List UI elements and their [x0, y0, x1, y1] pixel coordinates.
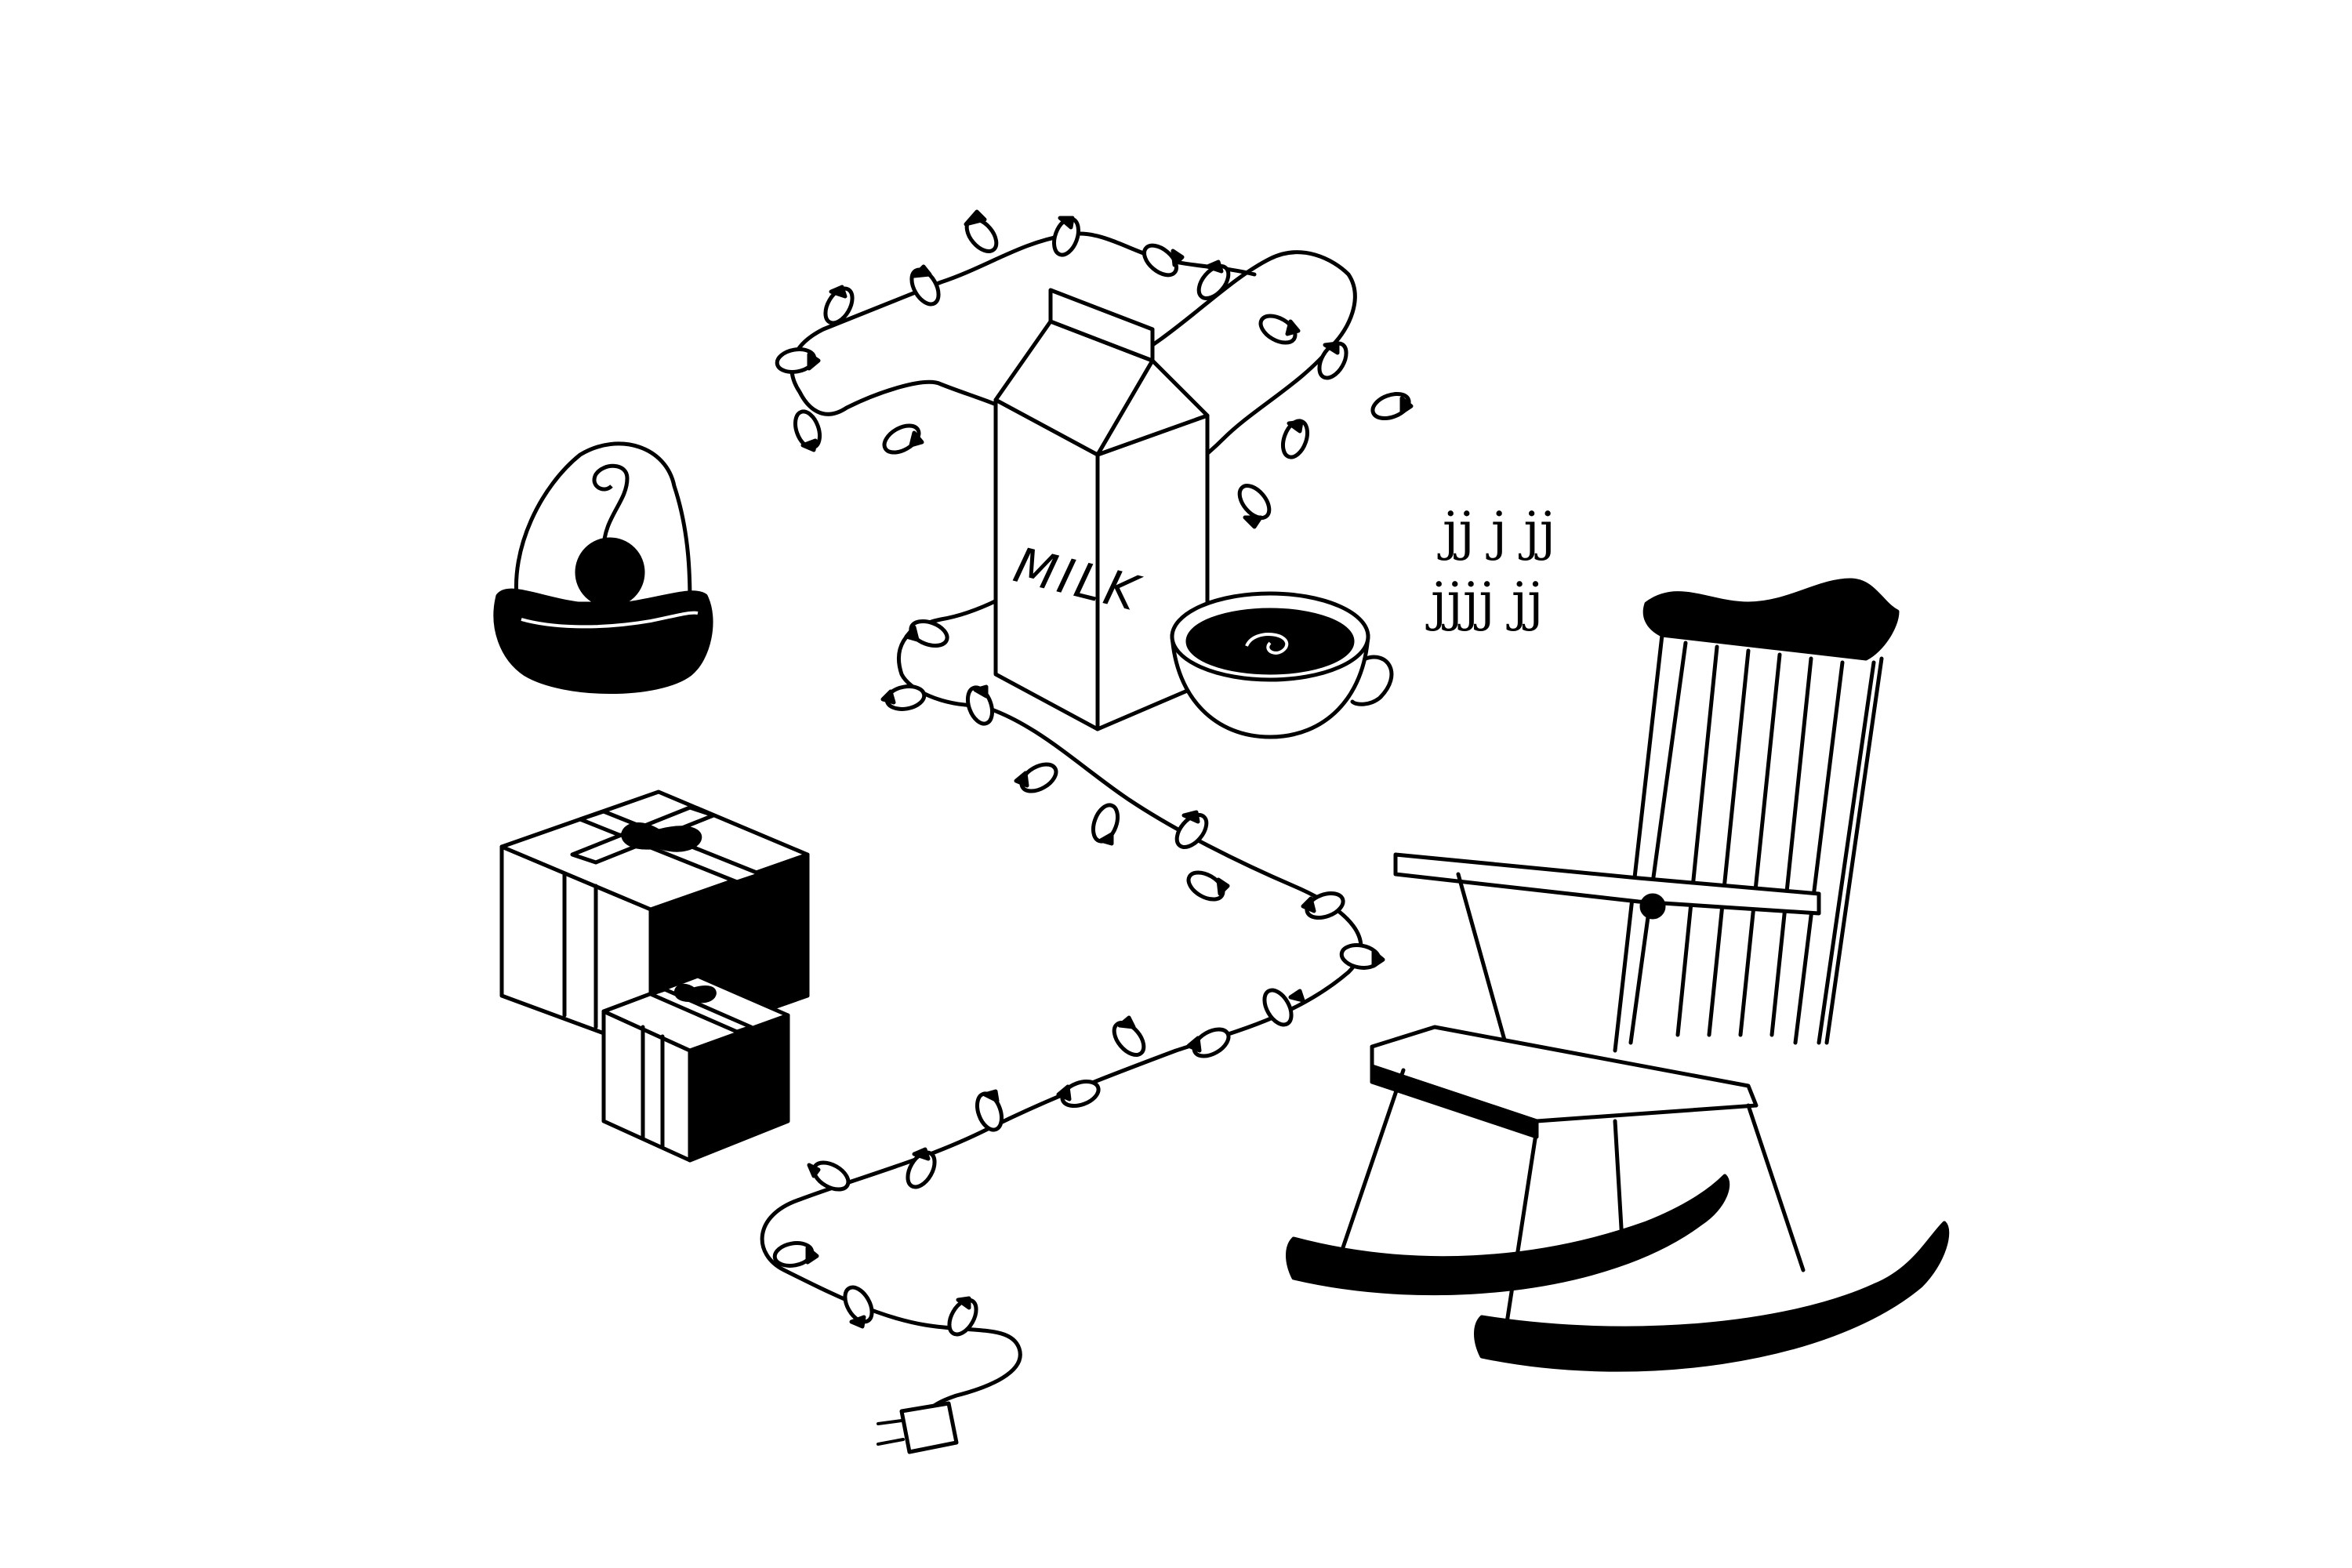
cocoa-mug — [1170, 591, 1394, 739]
hat-body — [514, 441, 692, 606]
small-gift-bow — [673, 983, 717, 1004]
light-bulb — [1237, 484, 1272, 529]
light-bulb — [904, 619, 949, 648]
light-bulb — [882, 423, 924, 455]
rocking-chair — [1286, 578, 1950, 1372]
light-bulb — [1370, 391, 1414, 421]
light-bulb — [807, 1160, 851, 1192]
hat-fur-brim — [493, 588, 713, 694]
light-bulb — [880, 684, 927, 711]
light-bulb — [947, 1296, 978, 1337]
light-bulb — [1262, 988, 1305, 1027]
light-bulb — [1258, 314, 1301, 345]
notes-row-2: jjjj jj — [1425, 572, 1544, 632]
small-gift — [601, 974, 790, 1163]
light-bulb — [843, 1285, 874, 1329]
large-gift — [499, 789, 810, 1053]
light-bulb — [909, 264, 941, 307]
light-bulb — [1142, 243, 1185, 278]
santa-hat — [493, 441, 713, 694]
chair-rocker-right — [1474, 1221, 1950, 1372]
light-bulb — [1186, 1027, 1231, 1058]
light-bulb — [1186, 870, 1230, 902]
light-bulb — [1174, 810, 1209, 849]
large-gift-bow — [621, 822, 702, 852]
light-bulb — [964, 209, 999, 253]
light-bulb — [1056, 1079, 1101, 1109]
light-bulb — [1014, 762, 1058, 793]
music-notes: jj j jj jjjj jj — [1425, 501, 1555, 632]
chair-seat — [1370, 1025, 1759, 1123]
light-bulb — [1196, 260, 1231, 300]
light-bulb — [975, 1089, 1004, 1132]
light-bulb — [1112, 1015, 1146, 1057]
hat-pompom — [575, 537, 645, 608]
light-bulb — [906, 1147, 937, 1189]
cocoa-liquid — [1185, 608, 1355, 675]
light-bulb — [775, 347, 821, 374]
light-bulb — [1339, 943, 1385, 970]
light-bulb — [1317, 341, 1348, 380]
chair-arm-rail — [1393, 852, 1821, 916]
chair-back-spindles — [1628, 641, 1876, 1045]
string-lights — [760, 209, 1414, 1421]
light-bulb — [1301, 891, 1345, 920]
hat-tip — [592, 463, 630, 550]
light-bulb — [793, 409, 822, 452]
light-bulb — [1051, 216, 1081, 257]
light-bulb — [1091, 803, 1120, 846]
chair-crest-rail — [1642, 578, 1900, 661]
light-bulb — [1280, 419, 1310, 459]
power-plug — [877, 1401, 959, 1454]
light-bulb — [965, 684, 995, 726]
light-bulb — [772, 1241, 819, 1268]
gift-boxes — [499, 789, 810, 1163]
notes-row-1: jj j jj — [1437, 501, 1555, 561]
mug-handle — [1350, 655, 1394, 706]
chair-rocker-left — [1286, 1174, 1730, 1296]
light-bulb — [823, 285, 855, 325]
